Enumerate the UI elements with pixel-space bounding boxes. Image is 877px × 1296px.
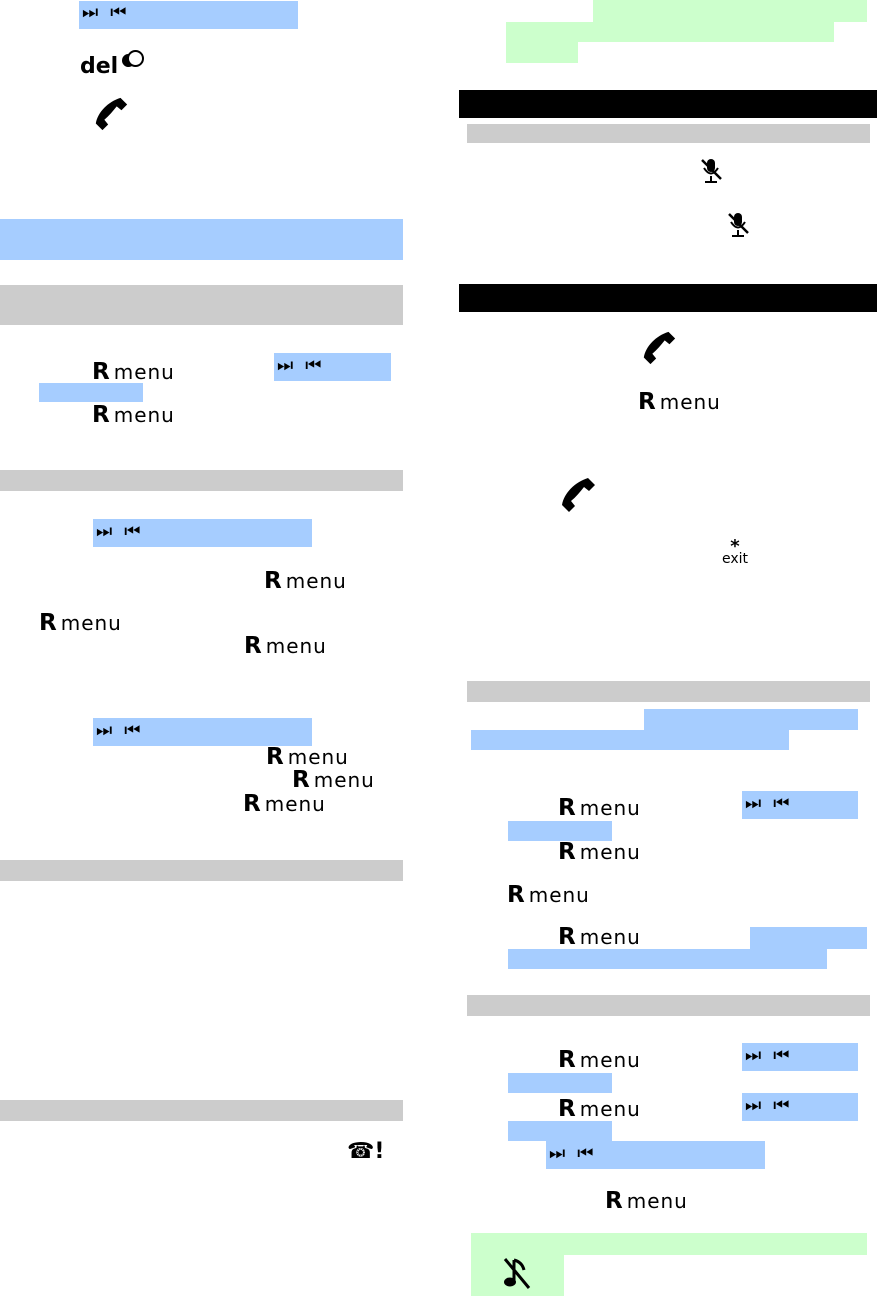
green-note [506, 22, 834, 42]
gray-section-header [0, 860, 403, 881]
nav-keys: ⏭⏮ [549, 1143, 593, 1164]
ringer-off-icon [503, 1258, 531, 1289]
handset-icon [562, 478, 595, 512]
green-note [471, 1233, 867, 1255]
blue-highlight [508, 821, 612, 841]
blue-highlight [508, 1073, 612, 1093]
del-label: del [80, 54, 119, 79]
next-icon: ⏭ [96, 521, 112, 542]
gray-section-header [467, 995, 870, 1016]
mute-microphone-icon [701, 159, 722, 183]
nav-highlight [742, 791, 858, 819]
blue-highlight [508, 949, 827, 969]
nav-highlight [742, 1043, 858, 1071]
nav-keys: ⏭⏮ [745, 1045, 789, 1066]
phone-alert-icon: ☎! [347, 1139, 385, 1164]
prev-icon: ⏮ [124, 720, 140, 741]
nav-highlight [546, 1141, 765, 1169]
blue-highlight [508, 1121, 612, 1141]
blue-highlight [644, 709, 858, 730]
nav-highlight [79, 1, 298, 29]
prev-icon: ⏮ [305, 355, 321, 376]
green-note [506, 42, 578, 63]
nav-keys: ⏭⏮ [745, 1095, 789, 1116]
next-icon: ⏭ [745, 1095, 761, 1116]
handset-icon [95, 97, 128, 131]
next-icon: ⏭ [82, 2, 98, 23]
next-icon: ⏭ [277, 355, 293, 376]
prev-icon: ⏮ [773, 793, 789, 814]
prev-icon: ⏮ [773, 1045, 789, 1066]
next-icon: ⏭ [745, 793, 761, 814]
gray-section-header [0, 470, 403, 491]
nav-keys: ⏭⏮ [745, 793, 789, 814]
nav-highlight [742, 1093, 858, 1121]
next-icon: ⏭ [745, 1045, 761, 1066]
gray-section-header [0, 285, 403, 325]
black-section-header [459, 284, 877, 312]
blue-highlight [39, 383, 143, 402]
prev-icon: ⏮ [124, 521, 140, 542]
exit-key: * exit [721, 536, 749, 567]
prev-icon: ⏮ [773, 1095, 789, 1116]
nav-keys: ⏭⏮ [96, 521, 140, 542]
gray-section-header [467, 124, 870, 143]
nav-highlight [93, 519, 312, 547]
gray-section-header [467, 681, 870, 702]
nav-keys: ⏭⏮ [96, 720, 140, 741]
blue-highlight [750, 927, 867, 949]
black-section-header [459, 90, 877, 118]
mute-microphone-icon [728, 213, 749, 237]
blue-band [0, 219, 403, 260]
green-note [593, 0, 867, 22]
nav-highlight [93, 718, 312, 746]
gray-section-header [0, 1100, 403, 1121]
nav-highlight [274, 353, 391, 381]
blue-highlight [471, 730, 789, 750]
next-icon: ⏭ [549, 1143, 565, 1164]
nav-keys: ⏭⏮ [82, 2, 126, 23]
del-key: del [80, 50, 145, 79]
nav-keys: ⏭⏮ [277, 355, 321, 376]
prev-icon: ⏮ [577, 1143, 593, 1164]
handset-icon [643, 331, 676, 365]
next-icon: ⏭ [96, 720, 112, 741]
prev-icon: ⏮ [110, 2, 126, 23]
